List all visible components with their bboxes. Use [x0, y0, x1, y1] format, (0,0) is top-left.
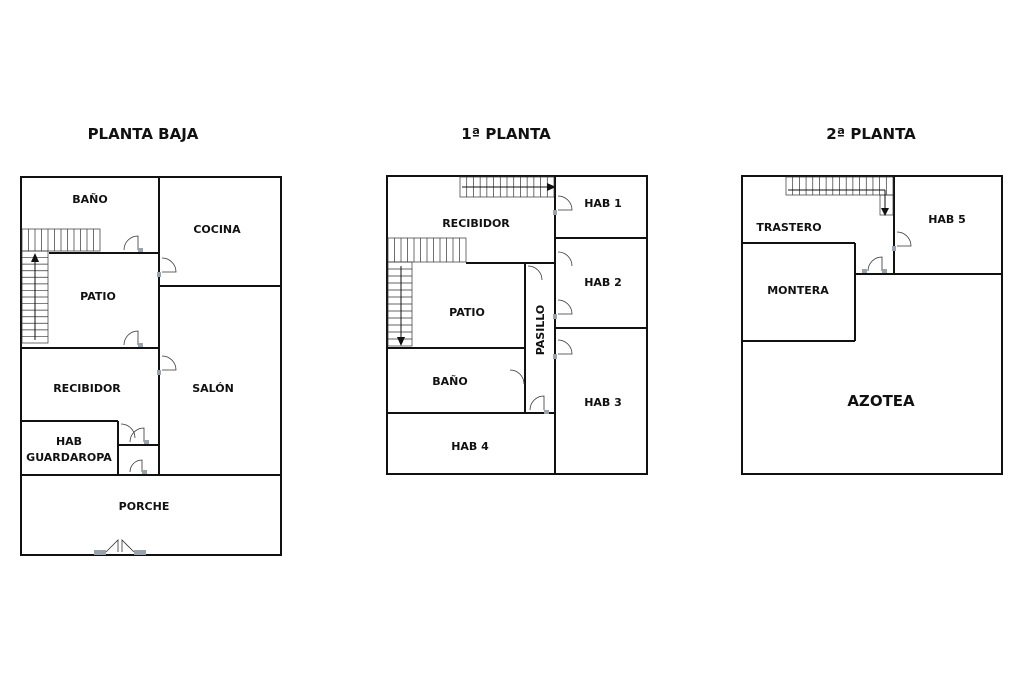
room-label-azotea: AZOTEA [847, 392, 915, 410]
door-jamb [544, 410, 549, 414]
second-staircase [785, 176, 894, 216]
room-label-porche: PORCHE [119, 500, 170, 513]
room-label-hab2: HAB 2 [584, 276, 622, 289]
first-doors [509, 195, 573, 411]
room-label-hab: HAB [56, 435, 82, 448]
room-label-hab3: HAB 3 [584, 396, 622, 409]
door-jamb [553, 314, 557, 319]
room-label-recibidor: RECIBIDOR [53, 382, 121, 395]
door-jamb [138, 248, 143, 252]
second-floor-title: 2ª PLANTA [826, 125, 916, 143]
room-label-trastero: TRASTERO [756, 221, 821, 234]
door-jamb [157, 272, 161, 277]
door-jamb [553, 354, 557, 359]
ground-floor-title: PLANTA BAJA [88, 125, 199, 143]
room-label-hab5: HAB 5 [928, 213, 966, 226]
door-jamb [553, 210, 557, 215]
door-jamb [862, 269, 867, 273]
room-label-bano-1: BAÑO [432, 375, 467, 388]
ground-doors [105, 235, 177, 553]
second-outer-wall [741, 175, 1003, 475]
room-label-montera: MONTERA [767, 284, 829, 297]
first-floor-plan: 1ª PLANTA [386, 125, 648, 475]
room-label-guardaropa: GUARDAROPA [26, 451, 112, 464]
ground-floor-plan: PLANTA BAJA [20, 125, 282, 556]
room-label-bano: BAÑO [72, 193, 107, 206]
room-label-salon: SALÓN [192, 382, 234, 395]
door-jamb [157, 370, 161, 375]
second-doors [867, 231, 912, 272]
room-label-patio-1: PATIO [449, 306, 485, 319]
ground-staircase [21, 228, 101, 344]
first-staircase [387, 176, 556, 347]
room-label-hab4: HAB 4 [451, 440, 489, 453]
door-jamb [892, 246, 896, 251]
room-label-hab1: HAB 1 [584, 197, 622, 210]
first-outer-wall [386, 175, 648, 475]
second-floor-plan: 2ª PLANTA TRASTERO HAB 5 MONTERA AZOTEA [741, 125, 1003, 475]
room-label-pasillo: PASILLO [534, 305, 547, 356]
room-label-patio: PATIO [80, 290, 116, 303]
door-jamb [882, 269, 887, 273]
porche-wall [20, 474, 282, 556]
entrance-jamb [94, 550, 106, 555]
room-label-recibidor-1: RECIBIDOR [442, 217, 510, 230]
ground-outer-wall [20, 176, 282, 476]
room-label-cocina: COCINA [193, 223, 241, 236]
first-floor-title: 1ª PLANTA [461, 125, 551, 143]
entrance-jamb [134, 550, 146, 555]
door-jamb [138, 343, 143, 347]
door-jamb [144, 440, 149, 444]
door-jamb [142, 470, 147, 474]
